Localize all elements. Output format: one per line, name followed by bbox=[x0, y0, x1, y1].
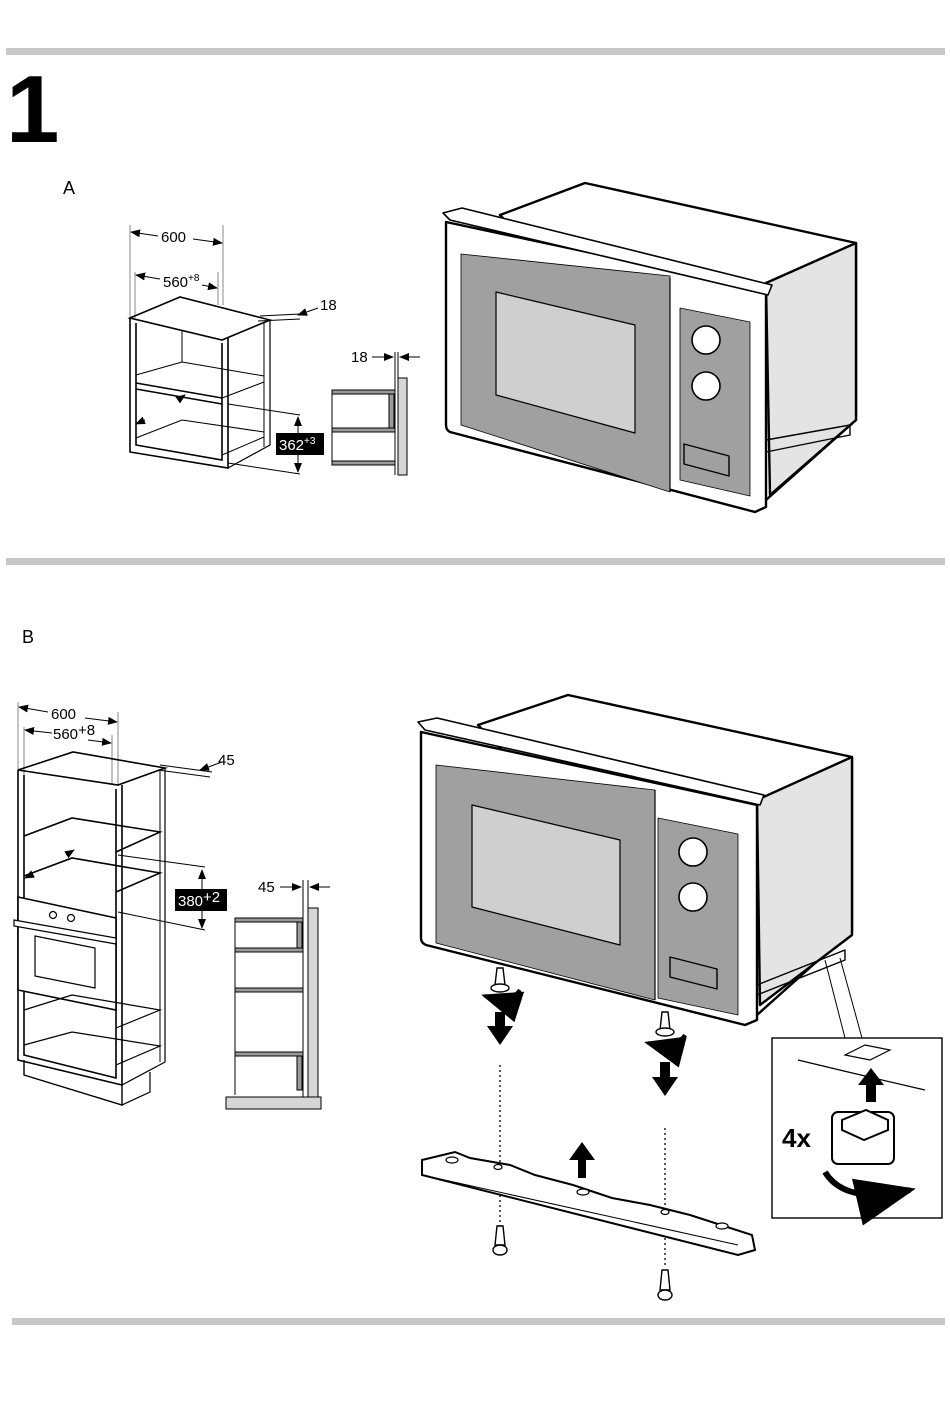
rotate-arrow-icon bbox=[822, 1170, 916, 1226]
dim-b-outer-width: 600 bbox=[51, 706, 76, 723]
dim-b-panel-thickness: 45 bbox=[218, 752, 235, 769]
side-view-b bbox=[225, 880, 330, 1110]
up-arrow-icon bbox=[858, 1068, 884, 1102]
dim-b-niche-height: 380 bbox=[178, 893, 203, 910]
section-label-b: B bbox=[22, 627, 35, 647]
microwave-a-illustration bbox=[442, 181, 858, 514]
dim-b-inner-width: 560 bbox=[53, 726, 78, 743]
screw-icon bbox=[657, 1269, 673, 1301]
quantity-label: 4x bbox=[782, 1123, 811, 1153]
bottom-separator bbox=[12, 1318, 945, 1325]
up-arrow-icon bbox=[569, 1142, 595, 1178]
dim-a-side-gap: 18 bbox=[351, 349, 368, 366]
side-view-a bbox=[331, 352, 420, 476]
middle-separator bbox=[6, 558, 945, 565]
screw-icon bbox=[490, 967, 510, 993]
dim-b-niche-height-tolerance: +2 bbox=[203, 889, 220, 906]
dim-a-niche-height-badge bbox=[276, 433, 324, 455]
step-number: 1 bbox=[6, 56, 60, 163]
dim-a-outer-width: 600 bbox=[161, 229, 186, 246]
screw-icon bbox=[492, 1225, 508, 1256]
dim-b-inner-width-tolerance: +8 bbox=[78, 722, 95, 739]
dim-a-niche-height-group: 362+3 bbox=[279, 436, 316, 454]
detail-callout bbox=[771, 957, 943, 1226]
cabinet-a-illustration bbox=[127, 225, 319, 475]
dimension-arrows-b bbox=[18, 704, 118, 746]
down-arrow-icon bbox=[652, 1062, 678, 1096]
dim-a-niche-height-tolerance: +3 bbox=[304, 436, 316, 447]
dim-b-niche-height-badge bbox=[175, 889, 227, 911]
rotate-arrow-icon bbox=[644, 1033, 687, 1068]
dim-a-panel-thickness: 18 bbox=[320, 297, 337, 314]
microwave-b-illustration bbox=[417, 693, 854, 1027]
dim-b-niche-height-group: 380+2 bbox=[178, 889, 220, 910]
section-label-a: A bbox=[63, 178, 76, 198]
mounting-bracket bbox=[421, 1150, 757, 1257]
dim-b-inner-width-group: 560+8 bbox=[53, 722, 95, 743]
dim-a-inner-width-tolerance: +8 bbox=[188, 273, 200, 284]
top-separator bbox=[6, 48, 945, 55]
dimension-arrows-a bbox=[130, 229, 223, 291]
dim-a-niche-height: 362 bbox=[279, 437, 304, 454]
rotate-arrow-icon bbox=[481, 988, 525, 1023]
dim-b-side-gap: 45 bbox=[258, 879, 275, 896]
screw-icon bbox=[655, 1011, 675, 1037]
dim-a-inner-width-group: 560+8 bbox=[163, 273, 200, 291]
mounting-hardware bbox=[421, 967, 757, 1301]
dim-a-inner-width: 560 bbox=[163, 274, 188, 291]
down-arrow-icon bbox=[487, 1012, 513, 1045]
